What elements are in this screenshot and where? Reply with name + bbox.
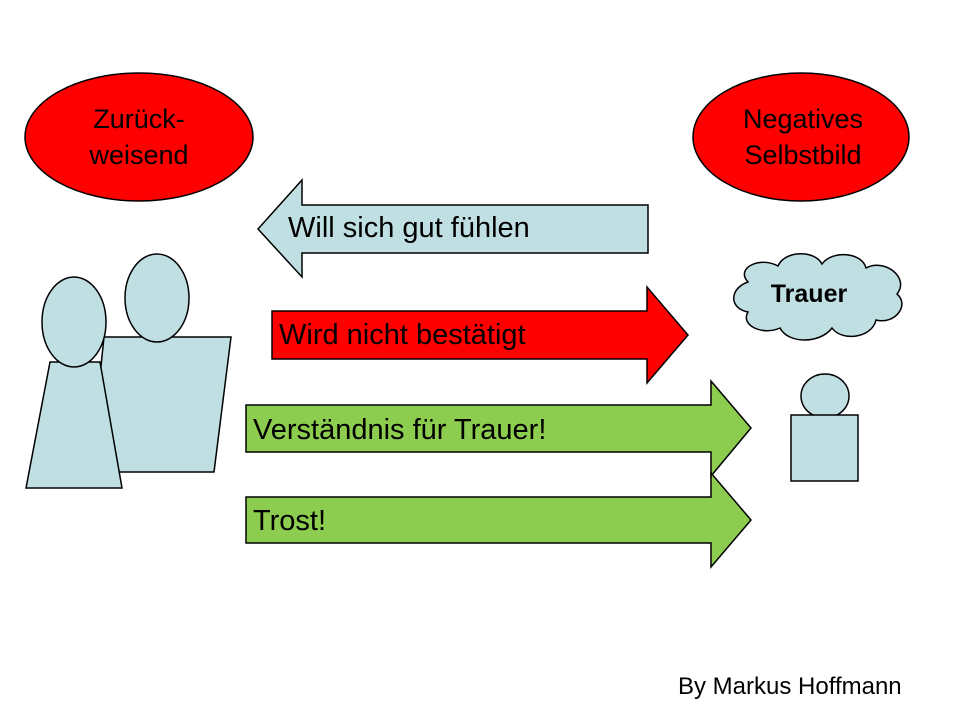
arrow-wird-nicht-bestaetigt <box>271 284 689 386</box>
back-person-head <box>124 253 190 343</box>
trauer-cloud <box>733 253 903 341</box>
arrow-3-label: Verständnis für Trauer! <box>253 414 547 446</box>
arrow-will-sich-gut-fuehlen <box>256 178 649 279</box>
arrow-4-label: Trost! <box>253 505 327 537</box>
cloud-label: Trauer <box>770 280 848 308</box>
arrow-verstaendnis <box>245 378 752 479</box>
arrow-trost <box>245 470 752 570</box>
arrow-2-label: Wird nicht bestätigt <box>279 319 526 351</box>
right-ellipse-line1: Negatives <box>742 104 864 134</box>
small-person-body <box>790 414 859 482</box>
left-ellipse-line1: Zurück- <box>93 104 185 134</box>
left-ellipse-label: Zurück- weisend <box>39 101 239 173</box>
left-ellipse-line2: weisend <box>89 140 189 170</box>
right-ellipse <box>692 72 910 202</box>
right-ellipse-line2: Selbstbild <box>744 140 862 170</box>
credit-text: By Markus Hoffmann <box>678 673 902 700</box>
arrow-1-label: Will sich gut fühlen <box>288 212 530 244</box>
right-ellipse-label: Negatives Selbstbild <box>703 101 903 173</box>
left-ellipse <box>24 72 254 202</box>
small-person-head <box>800 373 850 419</box>
front-person-head <box>41 276 107 368</box>
